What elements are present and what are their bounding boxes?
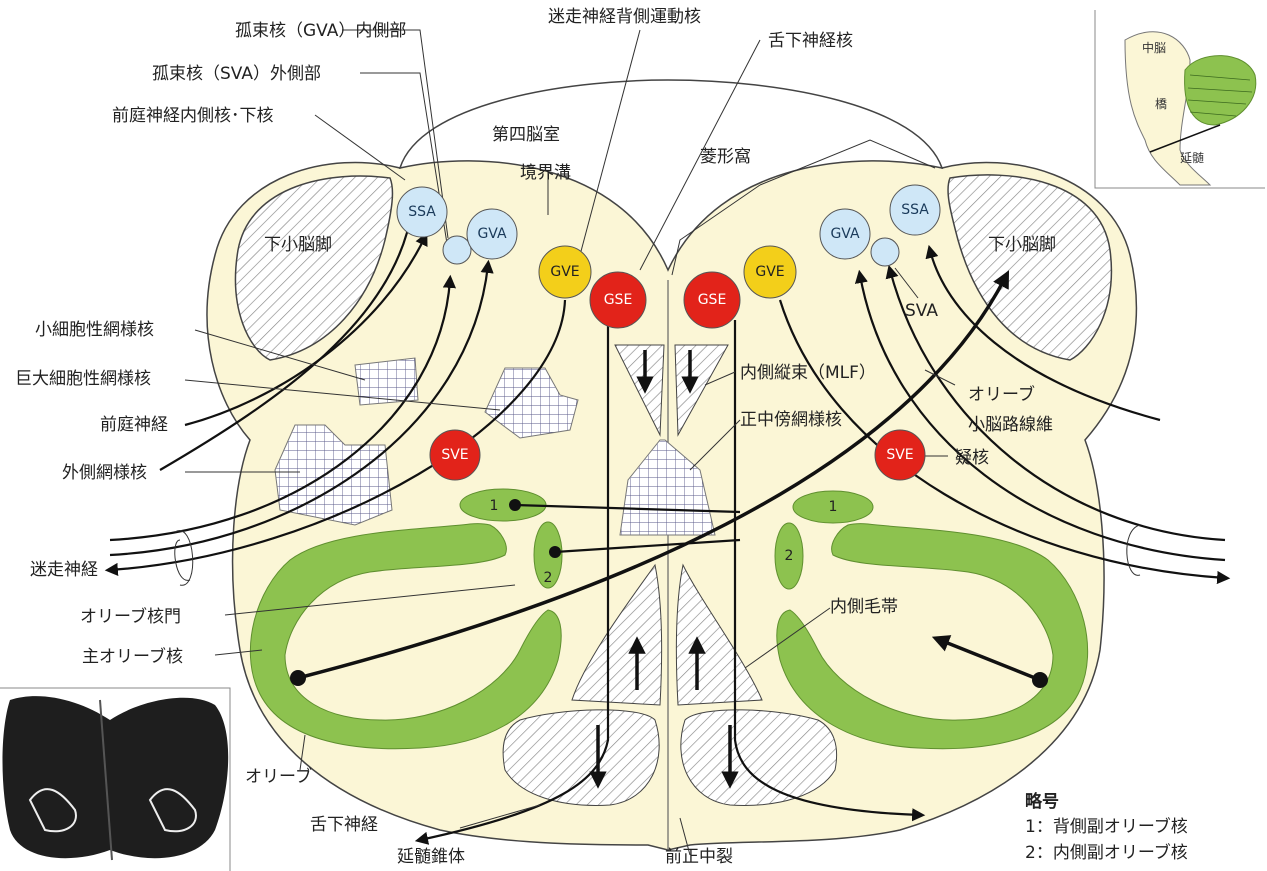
pyramid-right: [680, 709, 838, 806]
accessory-fiber-1: [514, 503, 741, 514]
inset-label-pons: 橋: [1155, 97, 1167, 111]
medial-lemniscus-left: [571, 563, 663, 706]
ssa-nucleus-right: [889, 184, 941, 236]
label-paramedian-reticular: 正中傍網様核: [740, 410, 842, 430]
sva-nucleus-left: [442, 235, 472, 265]
gve-nucleus-right: [743, 245, 797, 299]
label-lateral-reticular: 外側網様核: [62, 463, 147, 483]
dorsal-accessory-olive-right: [792, 490, 874, 524]
principal-olive-right: [776, 523, 1089, 750]
cranial-nuclei: SSA GVA GVE GSE GSE GVE GVA SSA SVE SVE …: [396, 184, 941, 586]
label-hypoglossal-nerve: 舌下神経: [310, 815, 378, 835]
olive-fiber-right: [931, 635, 1041, 682]
leader-lines: [174, 29, 1141, 856]
labels: 孤束核（GVA）内側部 孤束核（SVA）外側部 前庭神経内側核･下核 迷走神経背…: [15, 7, 1056, 867]
label-olive: オリーブ: [245, 766, 312, 787]
medial-accessory-olive-left: [533, 521, 563, 589]
label-pyramid: 延髄錐体: [397, 847, 465, 867]
gva-label-right: GVA: [830, 226, 860, 242]
gve-label-left: GVE: [550, 264, 579, 280]
label-sulcus-limitans: 境界溝: [520, 163, 571, 183]
label-vagus-nerve: 迷走神経: [30, 560, 98, 580]
pyramid-left: [502, 709, 660, 806]
acc1-label-right: 1: [829, 499, 838, 515]
legend: 略号 1：背側副オリーブ核 2：内側副オリーブ核: [1025, 791, 1188, 863]
gva-label-left: GVA: [477, 226, 507, 242]
principal-olive-left: [249, 523, 562, 750]
label-olivocerebellar-1: オリーブ: [968, 384, 1035, 405]
label-vestibular-medial-inferior: 前庭神経内側核･下核: [112, 106, 274, 126]
ssa-nucleus-left: [396, 186, 448, 238]
acc2-label-left: 2: [544, 570, 553, 586]
gva-nucleus-right: [819, 208, 871, 260]
label-icp-left: 下小脳脚: [264, 235, 332, 255]
gva-nucleus-left: [466, 208, 518, 260]
label-principal-olive: 主オリーブ核: [82, 646, 183, 667]
ssa-label-right: SSA: [901, 202, 929, 218]
label-sva-right: SVA: [905, 301, 938, 321]
inset-label-midbrain: 中脳: [1142, 40, 1166, 55]
label-olivocerebellar-2: 小脳路線維: [968, 415, 1053, 435]
olive-origin-dot-left: [290, 670, 306, 686]
label-rhomboid-fossa: 菱形窩: [700, 147, 751, 167]
acc1-label-left: 1: [490, 498, 499, 514]
accessory-fiber-2: [554, 538, 741, 554]
parvocellular-reticular-nucleus: [354, 357, 419, 406]
brainstem-inset: 中脳 橋 延髄: [1094, 10, 1265, 189]
label-vagus-dorsal-motor: 迷走神経背側運動核: [548, 7, 701, 27]
label-olive-hilum: オリーブ核門: [80, 606, 181, 627]
label-gigantocellular-reticular: 巨大細胞性網様核: [15, 369, 151, 389]
sve-label-left: SVE: [441, 447, 468, 463]
label-anterior-median-fissure: 前正中裂: [665, 847, 733, 867]
label-vestibular-nerve: 前庭神経: [100, 415, 168, 435]
gse-nucleus-right: [683, 271, 741, 329]
label-parvocellular-reticular: 小細胞性網様核: [35, 320, 154, 340]
histology-photo-inset: [0, 687, 231, 871]
label-solitary-sva-lateral: 孤束核（SVA）外側部: [152, 64, 321, 84]
label-mlf: 内側縦束（MLF）: [740, 363, 876, 383]
legend-title: 略号: [1025, 791, 1059, 812]
gigantocellular-reticular-nucleus: [484, 367, 579, 439]
lateral-reticular-nucleus: [274, 424, 393, 526]
gse-nucleus-left: [589, 271, 647, 329]
acc2-dot: [549, 546, 561, 558]
sva-nucleus-right: [870, 237, 900, 267]
sve-label-right: SVE: [886, 447, 913, 463]
gse-label-right: GSE: [698, 292, 727, 308]
medial-accessory-olive-right: [774, 522, 804, 590]
label-solitary-gva-medial: 孤束核（GVA）内側部: [235, 21, 406, 41]
sve-nucleus-right: [874, 429, 926, 481]
legend-item-2: 2：内側副オリーブ核: [1025, 842, 1188, 863]
label-icp-right: 下小脳脚: [988, 235, 1056, 255]
acc1-dot: [509, 499, 521, 511]
legend-item-1: 1：背側副オリーブ核: [1025, 816, 1188, 837]
fourth-ventricle: [398, 79, 944, 272]
label-medial-lemniscus: 内側毛帯: [830, 597, 898, 617]
fiber-tracts: [104, 209, 1231, 845]
inferior-cerebellar-peduncle-right: [947, 174, 1113, 361]
acc2-label-right: 2: [785, 548, 794, 564]
ssa-label-left: SSA: [408, 204, 436, 220]
olive-origin-dot-right: [1032, 672, 1048, 688]
sve-nucleus-left: [429, 429, 481, 481]
gve-label-right: GVE: [755, 264, 784, 280]
inferior-cerebellar-peduncle-left: [234, 175, 394, 361]
olivocerebellar-fiber: [297, 270, 1010, 680]
label-fourth-ventricle: 第四脳室: [492, 125, 560, 145]
label-nucleus-ambiguus: 疑核: [955, 448, 989, 468]
inset-label-medulla: 延髄: [1180, 150, 1204, 165]
histology-section-image: [2, 696, 229, 859]
gse-label-left: GSE: [604, 292, 633, 308]
gve-nucleus-left: [538, 245, 592, 299]
label-hypoglossal-nucleus: 舌下神経核: [768, 31, 853, 51]
direction-arrows: [589, 350, 739, 789]
